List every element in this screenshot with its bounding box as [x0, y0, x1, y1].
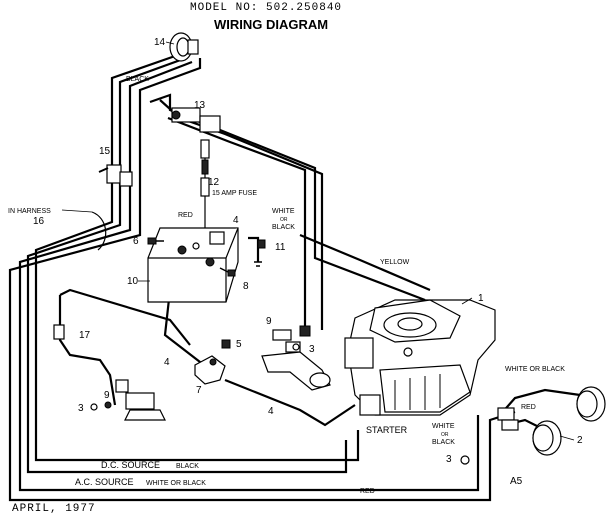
starter-cable	[224, 378, 356, 427]
callout-13: 13	[194, 100, 206, 111]
wire-label-red-battery: RED	[178, 212, 193, 219]
interlock-switch-icon	[261, 351, 331, 391]
engine-icon	[344, 299, 496, 416]
in-harness-label: IN HARNESS	[8, 208, 51, 215]
connector-icon	[299, 325, 311, 337]
callout-4-b: 4	[164, 357, 170, 368]
callouts: 1 2 3 3 3 4 4 4 5 6 7 8 9 9 10 11 12 13 …	[33, 37, 583, 465]
callout-1: 1	[478, 293, 484, 304]
callout-17: 17	[79, 330, 91, 341]
headlight-icon	[497, 386, 606, 456]
harness-wire-17b	[59, 288, 191, 346]
ac-source-label: A.C. SOURCE	[75, 477, 134, 487]
wire-label-white-or-black-3: WHITE	[432, 423, 455, 430]
bolt-8-icon	[219, 267, 236, 277]
fuse-label: 15 AMP FUSE	[212, 190, 257, 197]
wire-label-yellow: YELLOW	[380, 259, 410, 266]
harness-wire-outer	[8, 58, 516, 502]
ignition-switch-icon	[171, 107, 221, 133]
fuse-icon	[201, 159, 209, 175]
callout-5: 5	[236, 339, 242, 350]
diagram-title: WIRING DIAGRAM	[214, 17, 328, 32]
date-footer: APRIL, 1977	[12, 503, 96, 515]
callout-9-a: 9	[266, 316, 272, 327]
wire-label-white-or-black-1-black: BLACK	[272, 224, 295, 231]
model-number: MODEL NO: 502.250840	[190, 2, 342, 14]
wire-label-white-or-black-2: WHITE OR BLACK	[505, 366, 565, 373]
terminal-4-icon	[209, 231, 225, 245]
bolt-6-icon	[147, 237, 164, 245]
starter-label: STARTER	[366, 425, 408, 435]
callout-3-b: 3	[78, 403, 84, 414]
dc-source-label: D.C. SOURCE	[101, 460, 160, 470]
callout-15: 15	[99, 146, 111, 157]
ground-cable	[248, 236, 260, 262]
solenoid-icon	[194, 355, 226, 385]
yellow-wire	[299, 233, 431, 292]
harness-wire-upper-3	[167, 116, 307, 330]
wire-label-white-or-black-3-black: BLACK	[432, 439, 455, 446]
page-code: A5	[510, 476, 523, 487]
clip-icon	[90, 343, 470, 465]
dc-source-color-label: BLACK	[176, 463, 199, 470]
callout-3-a: 3	[309, 344, 315, 355]
ground-nut-11-icon	[254, 239, 266, 267]
callout-4-a: 4	[233, 215, 239, 226]
ac-source-color-label: WHITE OR BLACK	[146, 480, 206, 487]
harness-wire-3	[26, 56, 348, 474]
ammeter-gauge-icon	[169, 32, 199, 62]
harness-wire-4	[34, 53, 360, 462]
callout-8: 8	[243, 281, 249, 292]
callout-6: 6	[133, 236, 139, 247]
wire-label-white-or-black-1: WHITE	[272, 208, 295, 215]
callout-11: 11	[275, 242, 286, 253]
harness-wire-2	[18, 60, 480, 492]
callout-16: 16	[33, 216, 45, 227]
wire-label-red-right: RED	[521, 404, 536, 411]
headlight-wire-1	[499, 388, 581, 416]
callout-10: 10	[127, 276, 139, 287]
harness-marker-icon	[91, 211, 107, 251]
fuse-holder-lower	[200, 177, 210, 197]
fuse-holder-upper	[200, 139, 210, 159]
callout-2: 2	[577, 435, 583, 446]
callout-7: 7	[196, 385, 202, 396]
callout-4-c: 4	[268, 406, 274, 417]
callout-14: 14	[154, 37, 166, 48]
light-switch-icon	[98, 164, 133, 187]
wire-label-black: BLACK	[126, 76, 149, 83]
screw-5-icon	[221, 339, 231, 349]
callout-12: 12	[208, 177, 220, 188]
wire-label-red-bottom: RED	[360, 488, 375, 495]
callout-3-c: 3	[446, 454, 452, 465]
harness-connector-17-icon	[53, 324, 166, 421]
harness-wire-17	[58, 295, 117, 406]
callout-9-b: 9	[104, 390, 110, 401]
wire-label-white-or-black-1-or: OR	[280, 217, 288, 223]
wire-label-white-or-black-3-or: OR	[441, 432, 449, 438]
